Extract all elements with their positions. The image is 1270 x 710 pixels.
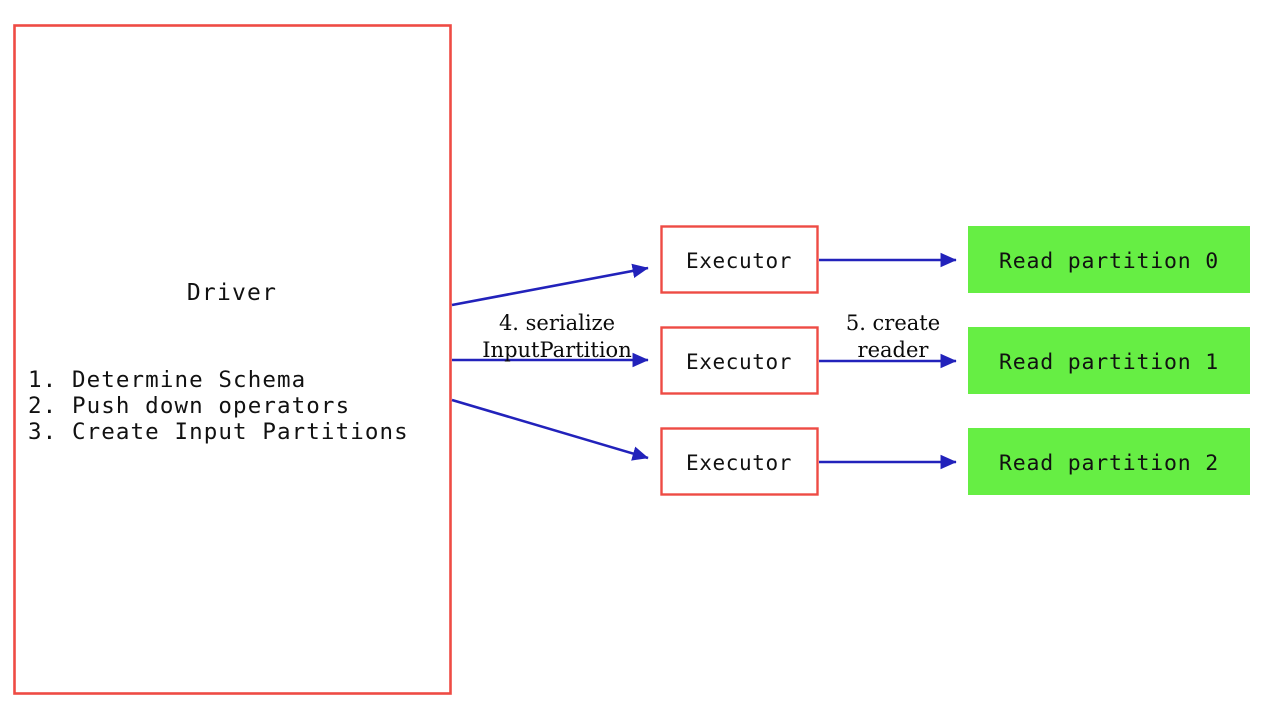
executor-box-2 bbox=[660, 427, 819, 496]
driver-step-2: 2. Push down operators bbox=[28, 393, 350, 419]
executor-label-0: Executor bbox=[686, 249, 792, 273]
edge-label-create-reader-line2: reader bbox=[858, 338, 930, 362]
edge-label-create-reader-line1: 5. create bbox=[846, 311, 940, 335]
edge-label-serialize-line1: 4. serialize bbox=[499, 311, 615, 335]
driver-step-1: 1. Determine Schema bbox=[28, 367, 306, 393]
partition-label-0: Read partition 0 bbox=[999, 249, 1219, 274]
executor-label-2: Executor bbox=[686, 451, 792, 475]
executor-box-1 bbox=[660, 326, 819, 395]
executor-box-0 bbox=[660, 225, 819, 294]
edge-label-serialize-line2: InputPartition bbox=[482, 338, 631, 362]
driver-step-3: 3. Create Input Partitions bbox=[28, 419, 409, 445]
driver-title: Driver bbox=[187, 280, 277, 306]
partition-box-1 bbox=[968, 327, 1250, 394]
partition-box-0 bbox=[968, 226, 1250, 293]
arrow-driver-to-executor-2 bbox=[451, 398, 649, 461]
partition-label-2: Read partition 2 bbox=[999, 451, 1219, 476]
partition-label-1: Read partition 1 bbox=[999, 350, 1219, 375]
arrow-driver-to-executor-0 bbox=[451, 263, 649, 307]
partition-box-2 bbox=[968, 428, 1250, 495]
executor-label-1: Executor bbox=[686, 350, 792, 374]
driver-box bbox=[13, 24, 452, 695]
